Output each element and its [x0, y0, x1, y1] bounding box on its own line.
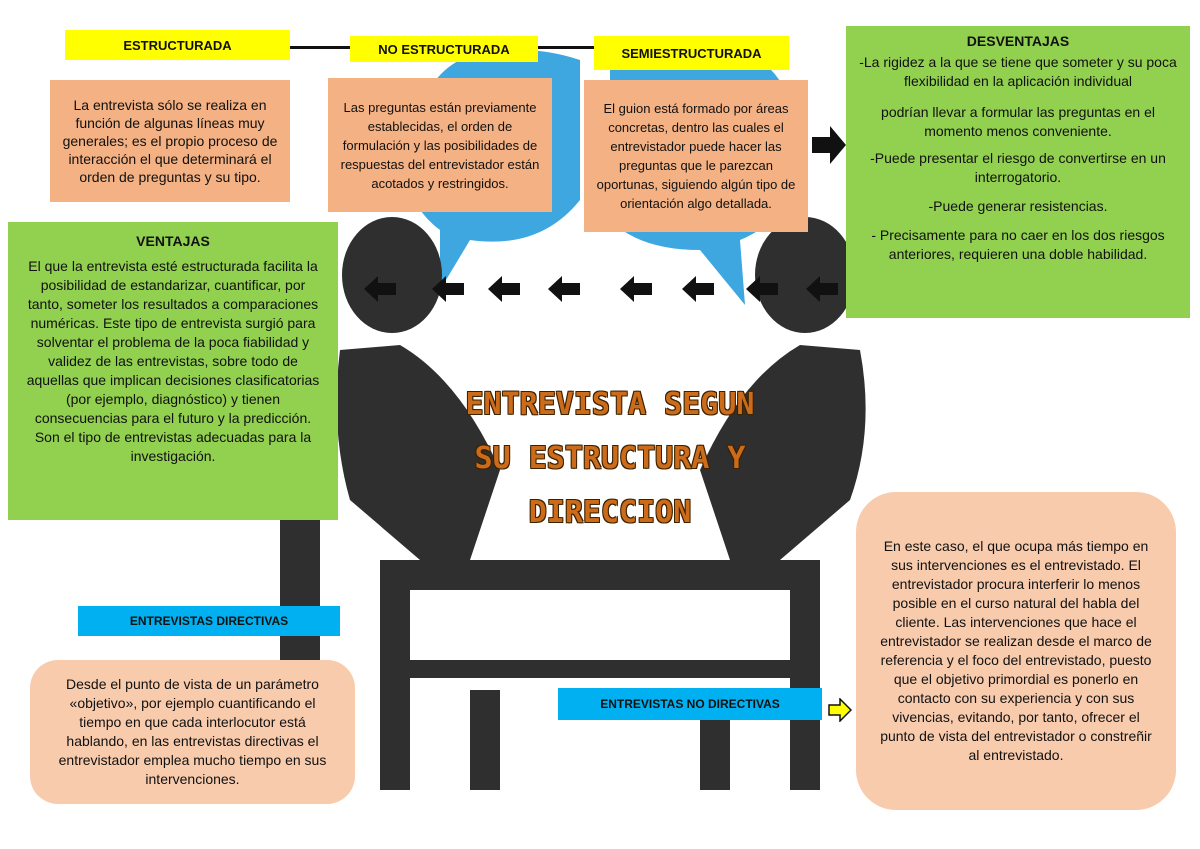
- directive-description: Desde el punto de vista de un parámetro …: [30, 660, 355, 804]
- non-directive-description: En este caso, el que ocupa más tiempo en…: [856, 492, 1176, 810]
- main-title: ENTREVISTA SEGUN SU ESTRUCTURA Y DIRECCI…: [420, 378, 800, 548]
- disadvantages-item-2: podrían llevar a formular las preguntas …: [881, 104, 1155, 139]
- arrow-right-icon: [812, 126, 846, 164]
- description-unstructured: Las preguntas están previamente establec…: [328, 78, 552, 212]
- main-title-line-1: ENTREVISTA SEGUN: [465, 387, 755, 422]
- label-semistructured: SEMIESTRUCTURADA: [594, 36, 789, 70]
- advantages-title: VENTAJAS: [136, 233, 210, 249]
- advantages-box: VENTAJAS El que la entrevista esté estru…: [8, 222, 338, 520]
- advantages-text: El que la entrevista esté estructurada f…: [26, 258, 320, 464]
- disadvantages-item-4: -Puede generar resistencias.: [928, 198, 1108, 214]
- arrow-right-yellow-icon: [828, 698, 852, 722]
- connector-line-2: [538, 46, 594, 49]
- disadvantages-title: DESVENTAJAS: [966, 33, 1070, 49]
- arrow-left-icon: [682, 276, 714, 302]
- table-bar: [410, 660, 790, 678]
- disadvantages-item-3: -Puede presentar el riesgo de convertirs…: [870, 150, 1166, 185]
- label-directive-interviews: ENTREVISTAS DIRECTIVAS: [78, 606, 340, 636]
- table-top: [380, 560, 820, 590]
- table-leg-left: [380, 590, 410, 790]
- arrow-left-icon: [746, 276, 778, 302]
- connector-line-1: [290, 46, 350, 49]
- main-title-line-2: SU ESTRUCTURA Y: [474, 441, 746, 476]
- disadvantages-item-5: - Precisamente para no caer en los dos r…: [871, 227, 1165, 262]
- label-structured: ESTRUCTURADA: [65, 30, 290, 60]
- arrow-left-icon: [806, 276, 838, 302]
- right-person-head: [755, 217, 855, 333]
- label-non-directive-interviews: ENTREVISTAS NO DIRECTIVAS: [558, 688, 822, 720]
- arrow-left-icon: [548, 276, 580, 302]
- description-semistructured: El guion está formado por áreas concreta…: [584, 80, 808, 232]
- arrow-left-icon: [364, 276, 396, 302]
- arrow-left-icon: [620, 276, 652, 302]
- description-structured: La entrevista sólo se realiza en función…: [50, 80, 290, 202]
- disadvantages-box: DESVENTAJAS -La rigidez a la que se tien…: [846, 26, 1190, 318]
- left-leg: [470, 690, 500, 790]
- label-unstructured: NO ESTRUCTURADA: [350, 36, 538, 62]
- arrow-left-icon: [488, 276, 520, 302]
- left-person-head: [342, 217, 442, 333]
- right-person-body: [700, 345, 866, 560]
- arrow-left-icon: [432, 276, 464, 302]
- main-title-line-3: DIRECCION: [528, 495, 692, 530]
- left-person-body: [336, 345, 500, 560]
- disadvantages-item-1: -La rigidez a la que se tiene que somete…: [859, 54, 1177, 89]
